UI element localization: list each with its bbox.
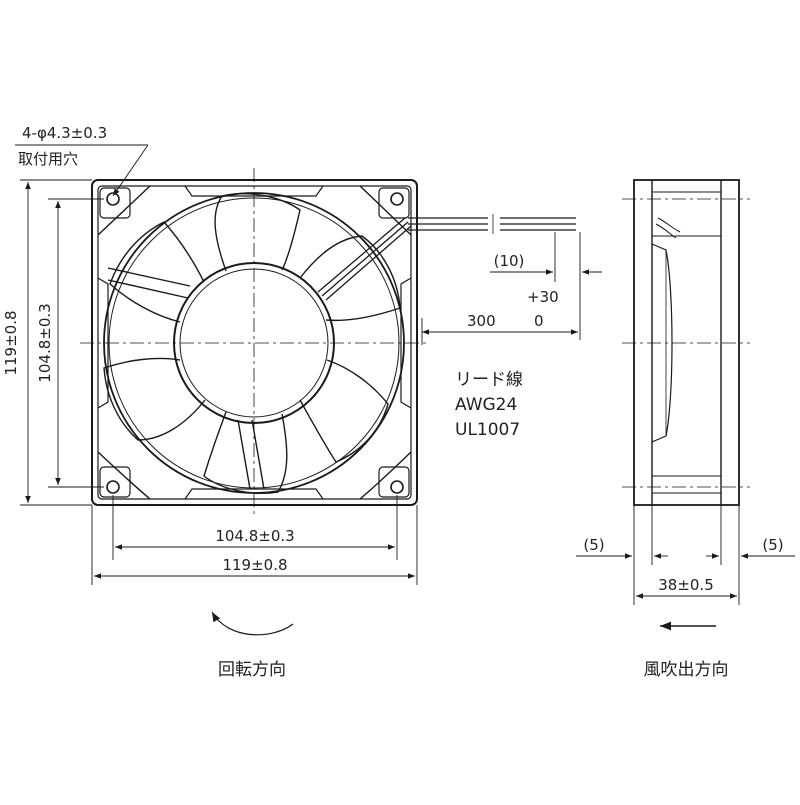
side-outline: [633, 179, 740, 506]
hole-note-label: 取付用穴: [18, 150, 78, 168]
impeller-blades: [103, 193, 401, 494]
hole-callout: [15, 144, 149, 197]
lead-wires: [408, 214, 576, 234]
height-outer-label: 119±0.8: [2, 310, 20, 375]
lead-awg-label: AWG24: [455, 395, 517, 415]
front-view: [80, 168, 430, 515]
hole-spec-label: 4-φ4.3±0.3: [22, 124, 107, 142]
lead-ul-label: UL1007: [455, 420, 520, 440]
rotation-dir-label: 回転方向: [218, 660, 286, 680]
airflow-dir-label: 風吹出方向: [644, 660, 729, 680]
lead-name-label: リード線: [455, 370, 523, 390]
mount-hole-bl: [106, 480, 120, 494]
lead-offset-label: (10): [494, 252, 525, 270]
height-dimensions: [20, 179, 104, 506]
rotation-arrow-icon: [211, 611, 294, 636]
depth-dimensions: [576, 505, 795, 605]
frame-inner-edge: [97, 185, 412, 500]
lead-length-label: 300: [467, 312, 496, 330]
mount-hole-tl: [106, 192, 120, 206]
depth-label: 38±0.5: [658, 576, 714, 594]
width-dimensions: [91, 495, 418, 585]
frame-outline: [91, 179, 418, 506]
lead-strut: [317, 217, 412, 301]
height-inner-label: 104.8±0.3: [36, 303, 54, 382]
mount-hole-br: [390, 480, 404, 494]
width-inner-label: 104.8±0.3: [215, 527, 294, 545]
lead-dimensions: [421, 232, 602, 345]
lead-tol-plus-label: +30: [527, 288, 559, 306]
side-right-gap-label: (5): [762, 536, 783, 554]
width-outer-label: 119±0.8: [222, 556, 287, 574]
side-view: [622, 179, 750, 506]
side-left-gap-label: (5): [583, 536, 604, 554]
mount-hole-tr: [390, 192, 404, 206]
lead-tol-minus-label: 0: [534, 312, 544, 330]
